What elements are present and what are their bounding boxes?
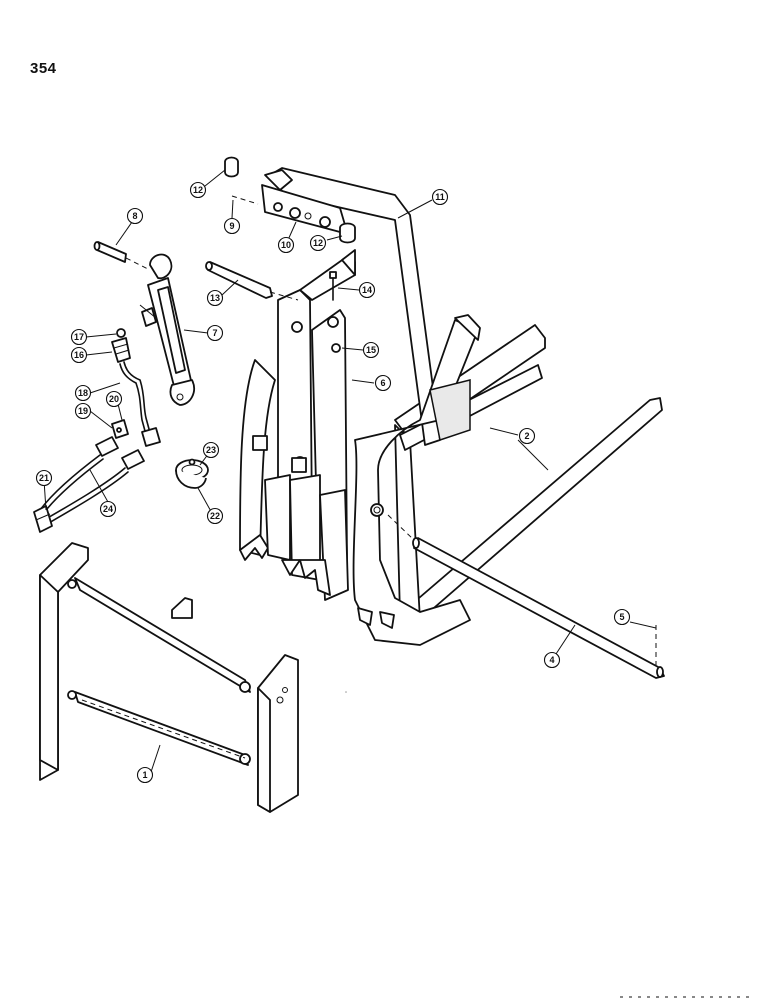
svg-text:8: 8 (132, 211, 137, 221)
callout-16: 16 (70, 346, 88, 364)
svg-text:24: 24 (103, 504, 113, 514)
callout-24: 24 (99, 500, 117, 518)
side-plate-assembly (239, 249, 356, 601)
svg-text:13: 13 (210, 293, 220, 303)
callout-4: 4 (543, 651, 561, 669)
svg-text:17: 17 (74, 332, 84, 342)
callout-22: 22 (206, 507, 224, 525)
callout-13: 13 (206, 289, 224, 307)
scan-artifacts (345, 691, 750, 998)
grapple-tines (394, 324, 663, 621)
callout-18: 18 (74, 384, 92, 402)
svg-text:19: 19 (78, 406, 88, 416)
pivot-rod (387, 514, 665, 679)
page-number: 354 (30, 60, 57, 77)
svg-text:18: 18 (78, 388, 88, 398)
svg-text:22: 22 (210, 511, 220, 521)
svg-text:2: 2 (524, 431, 529, 441)
callout-21: 21 (35, 469, 53, 487)
callout-6: 6 (374, 374, 392, 392)
callout-5: 5 (613, 608, 631, 626)
cylinder-pin (93, 241, 151, 271)
bolt-and-nut (329, 271, 341, 353)
callout-8: 8 (126, 207, 144, 225)
callout-7: 7 (206, 324, 224, 342)
svg-text:14: 14 (362, 285, 372, 295)
leader-lines (43, 169, 657, 776)
callout-2: 2 (518, 427, 536, 445)
callout-9: 9 (223, 217, 241, 235)
callout-10: 10 (277, 236, 295, 254)
svg-text:12: 12 (193, 185, 203, 195)
callout-12-top: 12 (189, 181, 207, 199)
callout-19: 19 (74, 402, 92, 420)
svg-text:11: 11 (435, 192, 445, 202)
svg-text:23: 23 (206, 445, 216, 455)
callout-20: 20 (105, 390, 123, 408)
svg-text:6: 6 (380, 378, 385, 388)
callout-1: 1 (136, 766, 154, 784)
svg-text:4: 4 (549, 655, 554, 665)
hydraulic-hoses (33, 436, 145, 533)
callout-11: 11 (431, 188, 449, 206)
svg-text:21: 21 (39, 473, 49, 483)
hose-clamp (175, 458, 209, 489)
svg-text:10: 10 (281, 240, 291, 250)
callout-15: 15 (362, 341, 380, 359)
svg-text:12: 12 (313, 238, 323, 248)
callout-23: 23 (202, 441, 220, 459)
hydraulic-fittings (111, 304, 161, 447)
callout-17: 17 (70, 328, 88, 346)
svg-text:15: 15 (366, 345, 376, 355)
hydraulic-cylinder (141, 253, 195, 406)
top-bracket (224, 156, 356, 244)
callout-labels: 1 2 4 5 6 7 8 9 10 11 12 12 13 14 15 16 … (35, 181, 631, 784)
svg-text:5: 5 (619, 612, 624, 622)
svg-text:16: 16 (74, 350, 84, 360)
svg-text:20: 20 (109, 394, 119, 404)
upper-pin (205, 261, 299, 301)
callout-14: 14 (358, 281, 376, 299)
mounting-frame (39, 542, 299, 813)
svg-text:7: 7 (212, 328, 217, 338)
svg-text:9: 9 (229, 221, 234, 231)
svg-text:1: 1 (142, 770, 147, 780)
callout-12-bottom: 12 (309, 234, 327, 252)
